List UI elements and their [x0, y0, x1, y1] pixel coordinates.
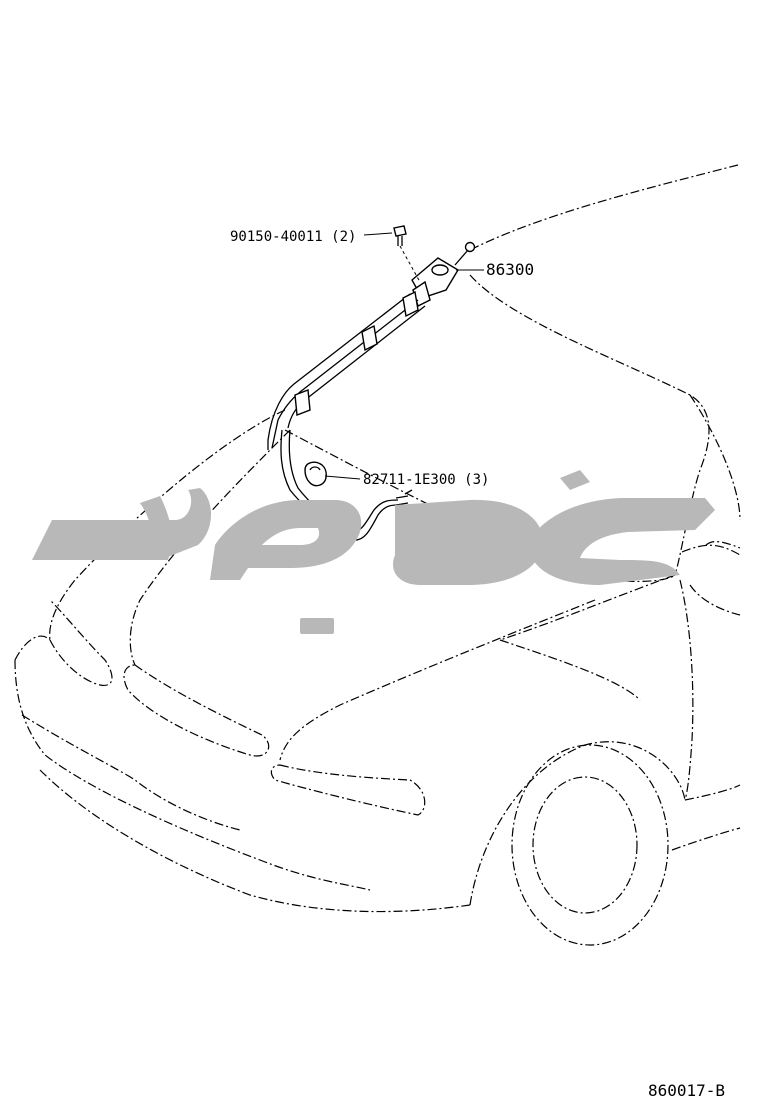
- leader-line-screw: [363, 232, 393, 236]
- diagram-code: 860017-B: [648, 1081, 725, 1100]
- part-label-antenna: 86300: [486, 260, 534, 279]
- part-label-clamp: 82711-1E300 (3): [363, 472, 489, 488]
- leader-line-clamp: [324, 475, 361, 480]
- watermark-logo: [32, 470, 715, 634]
- part-label-screw: 90150-40011 (2): [230, 229, 356, 245]
- part-labels: 90150-40011 (2) 86300 82711-1E300 (3) 86…: [230, 229, 725, 1100]
- antenna-assembly: [267, 225, 476, 541]
